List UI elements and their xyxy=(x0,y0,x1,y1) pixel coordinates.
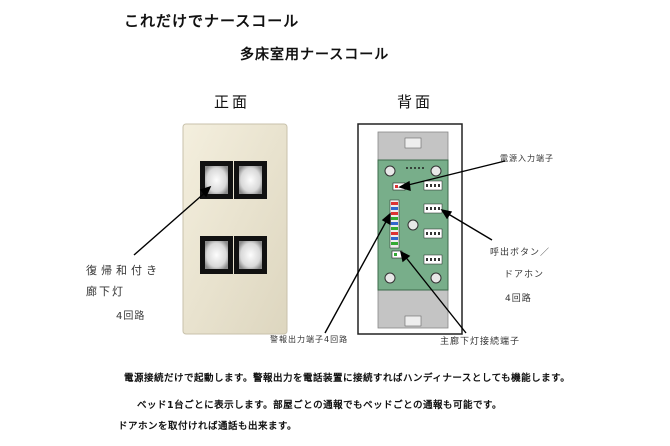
lamp-callout-line1: 復帰和付き xyxy=(86,264,161,277)
call-callout-line3: 4回路 xyxy=(505,294,532,304)
call-callout-line1: 呼出ボタン／ xyxy=(490,248,551,258)
main-lamp-terminal-label: 主廊下灯接続端子 xyxy=(440,337,521,347)
lamp-callout-line2: 廊下灯 xyxy=(86,285,125,298)
back-panel xyxy=(357,123,463,335)
headline: これだけでナースコール xyxy=(124,12,300,30)
alarm-output-label: 警報出力端子4回路 xyxy=(270,335,349,344)
call-callout-line2: ドアホン xyxy=(504,270,545,280)
alarm-terminal-strip xyxy=(389,199,400,249)
bed-button-4 xyxy=(234,236,267,274)
bed-button-2 xyxy=(234,161,267,199)
lamp-callout-line3: 4回路 xyxy=(116,311,146,322)
front-label: 正面 xyxy=(214,93,251,111)
back-label: 背面 xyxy=(397,93,434,111)
call-terminals xyxy=(423,180,443,265)
description-line2: ベッド1台ごとに表示します。部屋ごとの通報でもベッドごとの通報も可能です。 xyxy=(137,400,503,411)
bed-button-3 xyxy=(200,236,233,274)
front-panel xyxy=(182,123,288,335)
subtitle: 多床室用ナースコール xyxy=(240,47,390,63)
leader-lines xyxy=(133,160,506,334)
power-terminal-label: 電源入力端子 xyxy=(500,154,554,163)
description-line1: 電源接続だけで起動します。警報出力を電話装置に接続すればハンディナースとしても機… xyxy=(124,373,571,384)
description-line3: ドアホンを取付ければ通話も出来ます。 xyxy=(118,421,298,432)
